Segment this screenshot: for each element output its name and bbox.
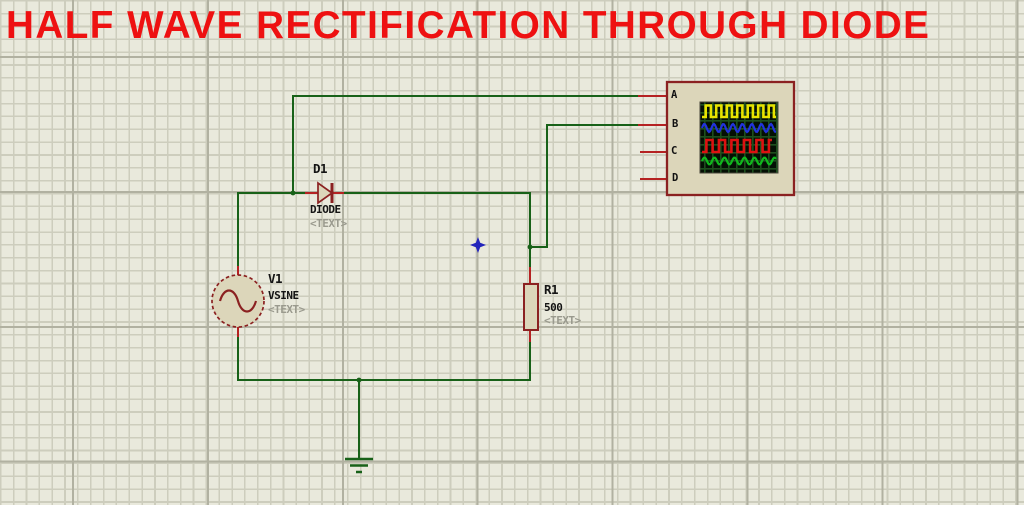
component-r1-resistor[interactable] [523,283,539,331]
r1-ref-label[interactable]: R1 [544,282,559,297]
component-oscilloscope[interactable] [665,80,796,197]
origin-marker-icon [470,237,486,253]
scope-pin-label-c: C [671,145,677,157]
scope-trace-A [702,104,776,119]
wire-r1-to-v1-bottom[interactable] [237,336,531,381]
scope-pin-label-a: A [671,89,677,101]
wire-anode-to-scope-a[interactable] [292,95,638,193]
scope-pin-label-b: B [672,118,678,130]
d1-text-property[interactable]: <TEXT> [310,217,347,230]
junction-dot [290,190,296,196]
ground-symbol[interactable] [345,457,373,474]
v1-text-property[interactable]: <TEXT> [268,303,305,316]
r1-text-property[interactable]: <TEXT> [544,314,581,327]
scope-pin-label-d: D [672,172,678,184]
wire-cathode-to-r1[interactable] [344,192,531,247]
scope-trace-B [700,122,777,134]
page-title: HALF WAVE RECTIFICATION THROUGH DIODE [6,4,931,47]
junction-dot [527,244,533,250]
wire-node-to-scope-b[interactable] [530,124,638,248]
wires [237,95,638,458]
d1-value-label[interactable]: DIODE [310,203,341,216]
scope-traces [700,104,777,166]
r1-value-label[interactable]: 500 [544,301,563,314]
v1-ref-label[interactable]: V1 [268,271,283,286]
sine-symbol-icon [218,289,258,313]
wire-v1-to-diode[interactable] [237,192,305,268]
component-d1-diode[interactable] [317,181,334,205]
junction-dot [356,377,362,383]
component-v1-vsine[interactable] [211,274,265,328]
d1-ref-label[interactable]: D1 [313,161,328,176]
v1-value-label[interactable]: VSINE [268,289,299,302]
scope-trace-C [702,138,772,154]
scope-trace-D [701,156,777,166]
